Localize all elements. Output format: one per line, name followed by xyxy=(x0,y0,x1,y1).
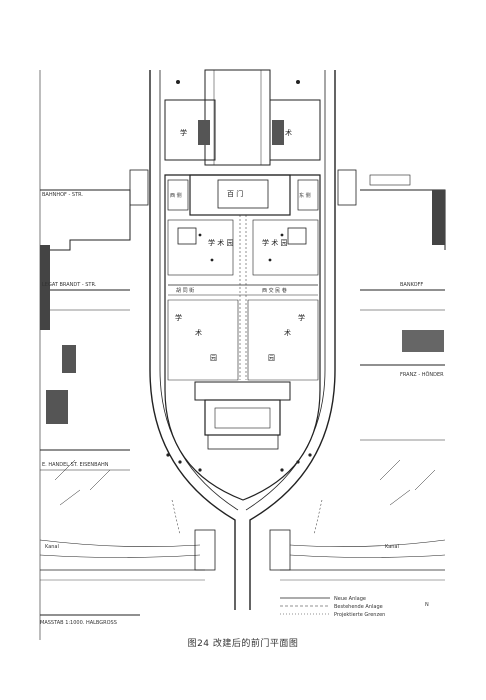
garden-label-north-left: 学 xyxy=(180,128,187,137)
lower-left-garden-1: 学 xyxy=(175,313,182,322)
garden-label-north-right: 术 xyxy=(285,128,292,137)
scale-label: MASSTAB 1:1000. HALBGROSS xyxy=(40,620,117,626)
lower-right-garden-2: 术 xyxy=(284,328,291,337)
lower-right-garden-3: 园 xyxy=(268,354,275,362)
mid-garden-right-label: 学 术 园 xyxy=(262,238,287,247)
left-strip-label-2: BAHNHOF - STR. xyxy=(42,192,83,198)
lower-left-garden-3: 园 xyxy=(210,354,217,362)
right-strip-label-1: BANKOFF xyxy=(400,282,423,288)
cross-street-right-label: 西 交 民 巷 xyxy=(262,287,287,294)
right-strip-label-2: FRANZ - HÖNDER xyxy=(400,371,444,378)
north-arrow-label: N xyxy=(425,602,429,608)
figure-caption: 图24 改建后的前门平面图 xyxy=(187,639,299,649)
north-left-label: 西 侧 xyxy=(170,192,182,199)
cross-street-left-label: 胡 同 街 xyxy=(176,287,194,294)
lower-right-garden-1: 学 xyxy=(298,313,305,322)
legend-label-2: Bestehende Anlage xyxy=(334,604,383,610)
mid-garden-left-label: 学 术 园 xyxy=(208,238,233,247)
canal-left-label: Kanal xyxy=(45,544,59,550)
north-right-label: 东 侧 xyxy=(299,192,311,199)
lower-left-garden-2: 术 xyxy=(195,328,202,337)
plaza-label: 百 门 xyxy=(227,189,243,198)
legend-label-3: Projektierte Grenzen xyxy=(334,612,385,618)
legend-label-1: Neue Anlage xyxy=(334,596,366,602)
left-strip-label-1: LEGAT BRANDT - STR. xyxy=(42,282,97,288)
left-strip-label-3: E. HANDEL ST. EISENBAHN xyxy=(42,462,109,468)
canal-right-label: Kanal xyxy=(385,544,399,550)
